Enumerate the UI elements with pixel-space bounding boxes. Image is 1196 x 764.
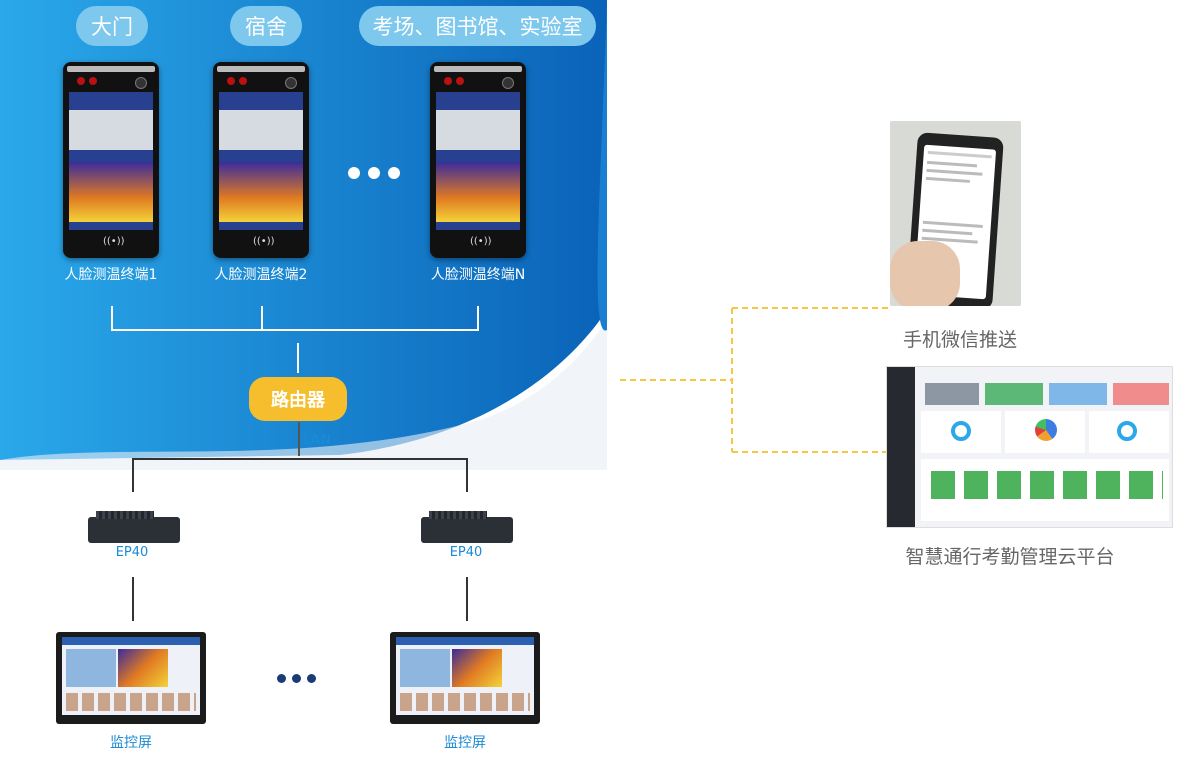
dashed-connector bbox=[620, 307, 890, 453]
gateway-monitor-line-right bbox=[466, 577, 468, 621]
location-pill-gate: 大门 bbox=[76, 6, 148, 46]
connector-line bbox=[111, 306, 113, 331]
cloud-platform-dashboard-image bbox=[886, 366, 1173, 528]
drop-line-right bbox=[466, 458, 468, 492]
terminal-label-2: 人脸测温终端2 bbox=[214, 267, 308, 283]
lan-bus-line bbox=[132, 458, 468, 460]
drop-line-left bbox=[132, 458, 134, 492]
cloud-platform-label: 智慧通行考勤管理云平台 bbox=[905, 546, 1115, 568]
connector-line bbox=[297, 343, 299, 373]
connector-line bbox=[261, 306, 263, 331]
wechat-push-label: 手机微信推送 bbox=[902, 329, 1017, 351]
terminal-label-n: 人脸测温终端N bbox=[430, 267, 526, 283]
ellipsis-monitors bbox=[277, 674, 316, 683]
ep40-box-right bbox=[421, 511, 513, 543]
face-temp-terminal-n: ((•)) bbox=[430, 62, 526, 258]
gateway-monitor-line-left bbox=[132, 577, 134, 621]
monitor-screen-left bbox=[56, 632, 206, 724]
monitor-label-left: 监控屏 bbox=[110, 735, 152, 751]
face-temp-terminal-1: ((•)) bbox=[63, 62, 159, 258]
lan-label: LAN bbox=[302, 433, 332, 448]
wechat-phone-image bbox=[890, 121, 1021, 306]
lan-line bbox=[298, 422, 300, 456]
terminal-label-1: 人脸测温终端1 bbox=[64, 267, 158, 283]
location-pill-dorm: 宿舍 bbox=[230, 6, 302, 46]
ep40-label-right: EP40 bbox=[449, 545, 483, 560]
ep40-label-left: EP40 bbox=[115, 545, 149, 560]
monitor-screen-right bbox=[390, 632, 540, 724]
ellipsis-terminals bbox=[348, 167, 400, 179]
location-pill-exam-library-lab: 考场、图书馆、实验室 bbox=[359, 6, 596, 46]
ep40-box-left bbox=[88, 511, 180, 543]
connector-line bbox=[111, 329, 479, 331]
monitor-label-right: 监控屏 bbox=[444, 735, 486, 751]
router-node: 路由器 bbox=[249, 377, 347, 421]
face-temp-terminal-2: ((•)) bbox=[213, 62, 309, 258]
connector-line bbox=[477, 306, 479, 331]
